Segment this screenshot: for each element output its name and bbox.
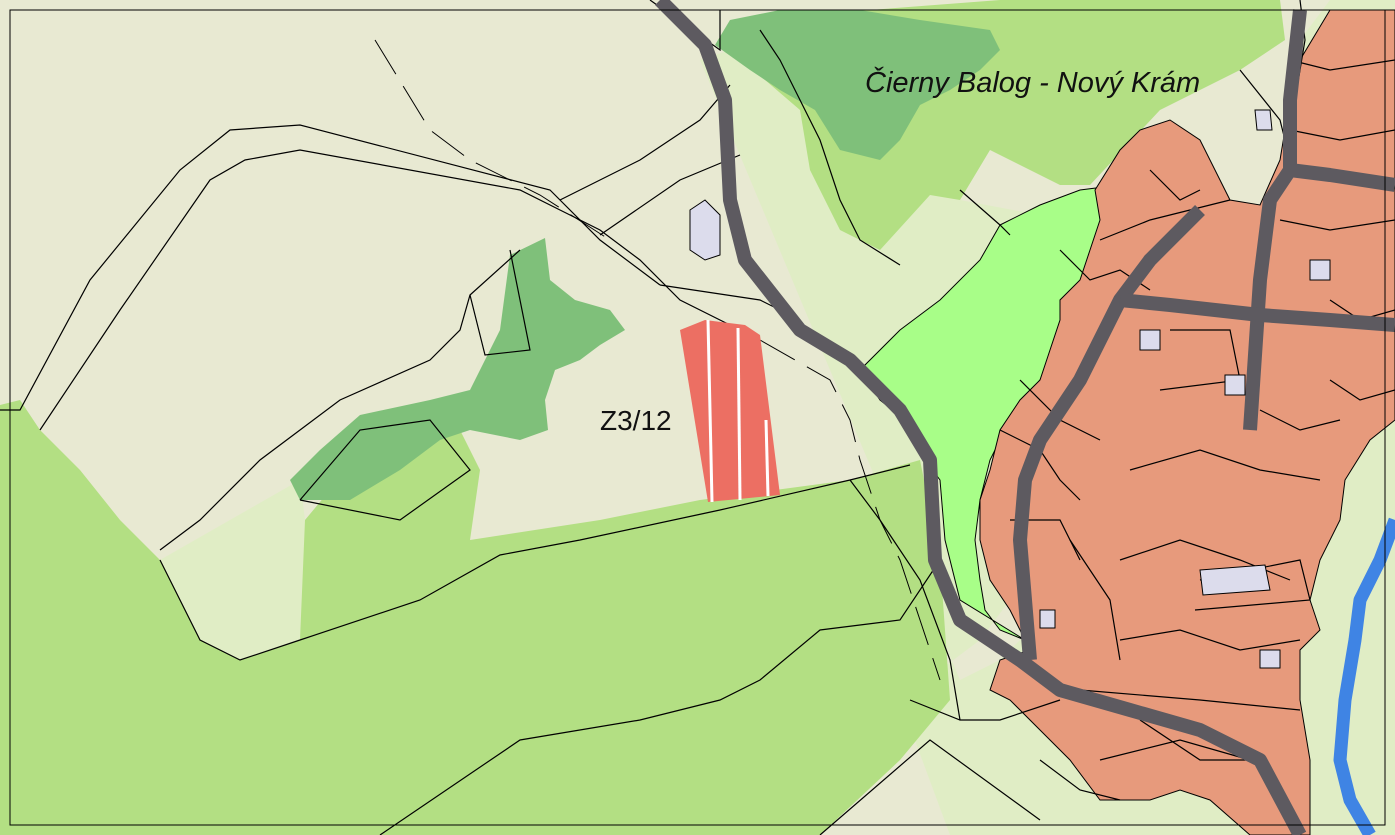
forest-area-west — [290, 238, 625, 500]
map-border — [9, 9, 1386, 826]
grass-area-south — [0, 400, 950, 835]
place-name-label: Čierny Balog - Nový Krám — [865, 65, 1200, 99]
zone-label: Z3/12 — [600, 405, 672, 436]
forest-area-north — [715, 10, 1000, 160]
buildings — [689, 109, 1331, 669]
built-up-area — [979, 9, 1395, 835]
light-green-zone-west — [160, 480, 310, 660]
roads — [655, 0, 1395, 835]
river — [1333, 517, 1395, 835]
development-zone-z3-12[interactable] — [680, 319, 780, 503]
dashed-paths — [374, 39, 941, 681]
